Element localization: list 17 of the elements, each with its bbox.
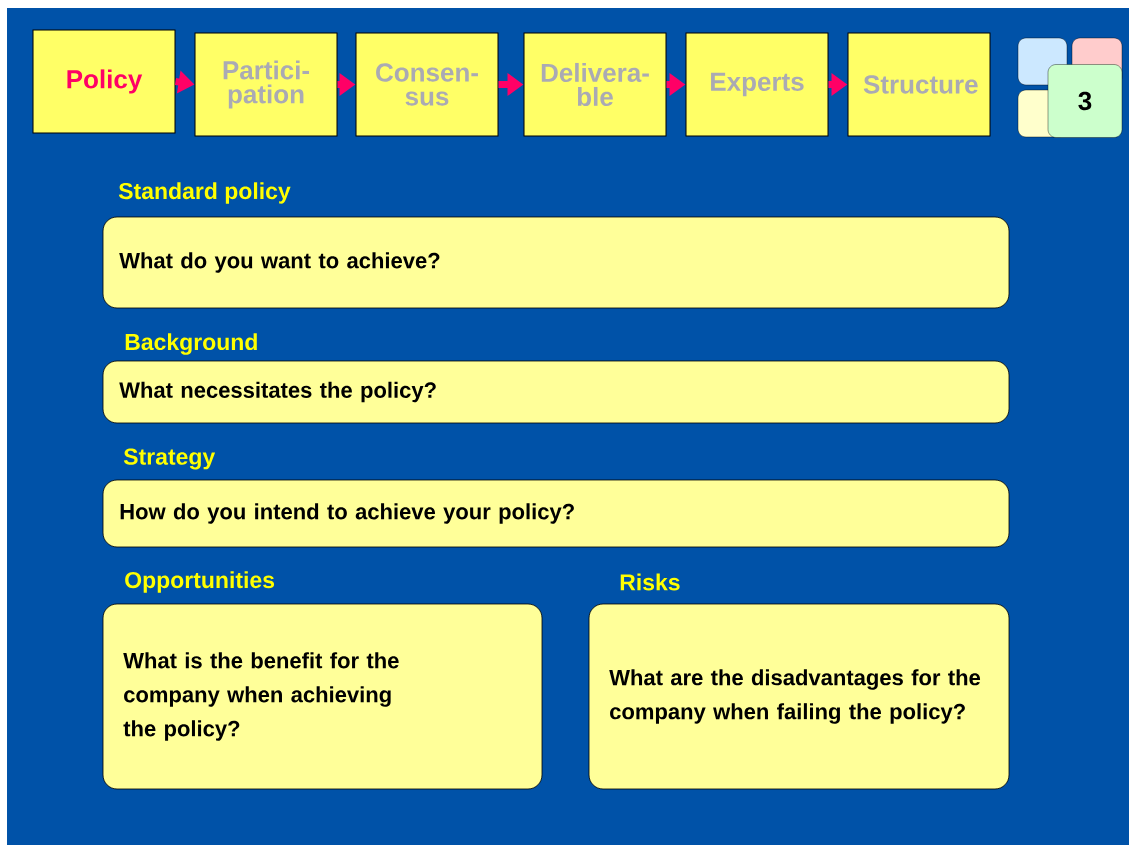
- step-box: Policy: [32, 29, 176, 134]
- heading: Risks: [620, 573, 680, 591]
- step-box: Partici- pation: [194, 32, 338, 137]
- step-box: Delivera- ble: [523, 32, 667, 137]
- text-box: How do you intend to achieve your policy?: [102, 479, 1010, 548]
- heading: Strategy: [123, 448, 216, 470]
- text-box: What necessitates the policy?: [102, 360, 1010, 424]
- step-box: Consen- sus: [355, 32, 499, 137]
- heading: Standard policy: [118, 182, 291, 204]
- heading: Opportunities: [125, 571, 275, 593]
- number-tile: 3: [1017, 37, 1123, 138]
- text-box: What do you want to achieve?: [102, 216, 1010, 309]
- text-box: What are the disadvantages for the company when failing the policy?: [588, 603, 1010, 790]
- step-box: Experts: [685, 32, 829, 137]
- text-box: What is the benefit for the company when achieving the policy?: [102, 603, 543, 790]
- step-box: Structure: [847, 32, 991, 137]
- heading: Background: [125, 333, 257, 355]
